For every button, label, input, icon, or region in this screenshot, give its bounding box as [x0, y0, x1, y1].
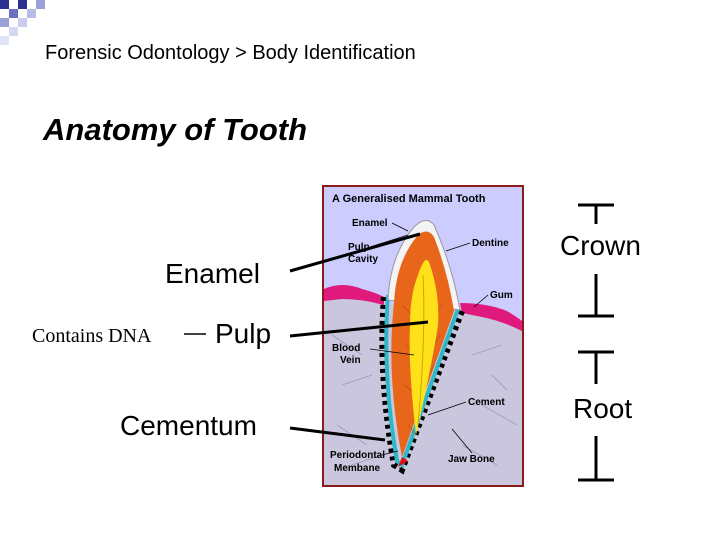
- gum-right: [460, 303, 522, 331]
- pulp-shape: [409, 259, 439, 435]
- diagram-label-cement: Cement: [468, 397, 505, 408]
- diagram-label-pulp: Pulp: [348, 242, 370, 253]
- pointer-pulp: [289, 320, 429, 338]
- corner-decoration: [0, 0, 45, 45]
- diagram-label-periodontal: Periodontal: [330, 450, 385, 461]
- pointer-cementum: [289, 426, 386, 442]
- cement-shape: [384, 294, 460, 469]
- pointer-enamel: [289, 232, 421, 273]
- diagram-label-enamel: Enamel: [352, 218, 388, 229]
- tooth-diagram: A Generalised Mammal Tooth Enamel Pulp C…: [322, 185, 524, 487]
- diagram-title: A Generalised Mammal Tooth: [332, 193, 486, 205]
- label-cementum: Cementum: [120, 410, 257, 441]
- diagram-label-dentine: Dentine: [472, 238, 509, 249]
- breadcrumb: Forensic Odontology > Body Identificatio…: [45, 42, 416, 64]
- periodontal-membrane-shape: [379, 296, 465, 475]
- label-pulp: Pulp: [215, 318, 272, 349]
- crown-bracket: [578, 203, 614, 318]
- label-crown: Crown: [560, 230, 641, 261]
- diagram-label-jaw-bone: Jaw Bone: [448, 454, 495, 465]
- diagram-label-gum: Gum: [490, 290, 513, 301]
- label-enamel: Enamel: [165, 258, 260, 289]
- apex-shape: [398, 457, 408, 467]
- diagram-label-cavity: Cavity: [348, 254, 378, 265]
- diagram-label-blood: Blood: [332, 343, 360, 354]
- pulp-vein: [417, 274, 425, 426]
- diagram-label-membane: Membane: [334, 463, 381, 474]
- diagram-label-vein: Vein: [340, 355, 361, 366]
- root-bracket: [578, 350, 614, 482]
- page-title: Anatomy of Tooth: [43, 112, 308, 147]
- label-contains-dna: Contains DNA: [32, 325, 152, 347]
- gum-left: [324, 285, 384, 305]
- label-root: Root: [573, 393, 633, 424]
